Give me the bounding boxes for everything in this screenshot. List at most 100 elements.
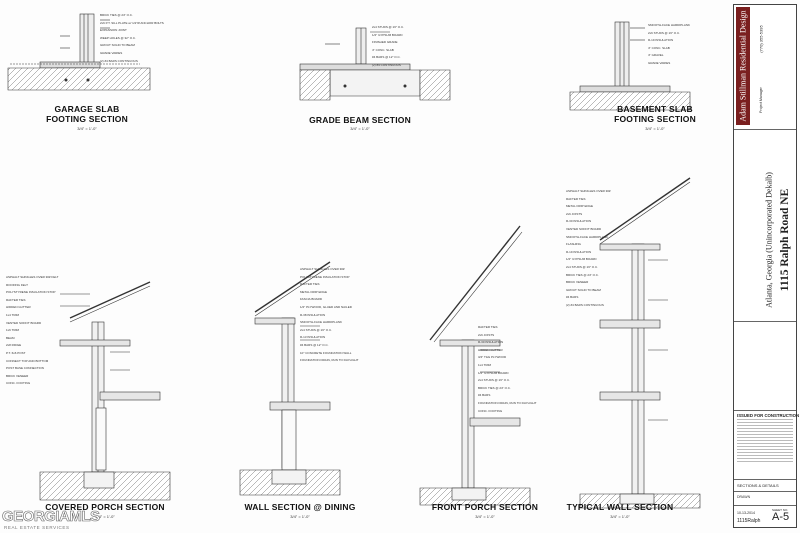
annotation-note: 2x4 STUDS @ 16" O.C. xyxy=(300,327,332,332)
designer-phone: (770) 355-5395 xyxy=(758,25,764,53)
project-location: Atlanta, Georgia (Unincorporated Dekalb) xyxy=(764,172,774,308)
annotation-note: GROUT SOLID TO BEAM xyxy=(566,287,601,292)
annotation-note: BRICK TIES @ 24" O.C. xyxy=(100,13,133,17)
annotation-note: GRADE VARIES xyxy=(100,50,123,55)
annotation-note: 4" GRAVEL xyxy=(648,53,664,58)
annotation-note: FOUNDATION DRAIN, RUN TO DAYLIGHT xyxy=(478,400,537,405)
section-scale-front-porch: 3/4" = 1'-0" xyxy=(475,514,495,519)
watermark-main-text: GEORGIAMLS xyxy=(2,508,101,526)
sheet-number: A-5 xyxy=(772,511,790,523)
covered-porch-drawing xyxy=(39,281,171,501)
annotation-note: R-30 INSULATION xyxy=(478,340,504,345)
annotation-note: HIDDEN GUTTER xyxy=(478,347,503,352)
section-scale-basement: 3/4" = 1'-0" xyxy=(645,126,665,131)
annotation-note: #4 BARS @ 12" O.C. xyxy=(300,342,329,347)
annotation-note: (2) #4 BARS CONTINUOUS xyxy=(566,302,604,307)
annotation-note: 10" CONCRETE FOUNDATION WALL xyxy=(300,350,352,355)
annotation-note: R-38 INSULATION xyxy=(300,312,326,317)
sheet-date: 10-13-2014 xyxy=(737,511,755,515)
annotation-note: R-19 INSULATION xyxy=(648,38,674,43)
annotation-note: 2x4 STUDS @ 16" O.C. xyxy=(478,378,510,383)
annotation-note: BRICK TIES @ 24" O.C. xyxy=(478,385,511,390)
title-block-divider xyxy=(734,479,796,480)
annotation-note: EXPANSION JOINT xyxy=(100,28,127,33)
annotation-note: #4 BARS xyxy=(566,295,579,300)
annotation-note: 1/2" GYPSUM BOARD xyxy=(566,257,597,262)
annotation-note: GRADE VARIES xyxy=(648,60,671,65)
annotation-note: POLYSTYRENE INSULATION STOP xyxy=(6,290,56,295)
annotation-note: HIDDEN GUTTER xyxy=(6,305,31,310)
annotation-note: RAFTER TIES xyxy=(478,325,498,329)
section-scale-grade-beam: 3/4" = 1'-0" xyxy=(350,126,370,131)
annotation-note: CONC. FOOTING xyxy=(478,408,503,413)
notes-front-porch: RAFTER TIES 2x6 JOISTS R-30 INSULATION HIDD… xyxy=(478,325,537,417)
annotation-note: 2x6 STUDS @ 16" O.C. xyxy=(648,30,680,35)
title-block: Adam Stillman Residential Design (770) 3… xyxy=(733,4,799,528)
annotation-note: 1x4 TRIM xyxy=(6,312,19,317)
annotation-note: FINISHED GRADE xyxy=(372,40,398,45)
annotation-note: 2x6 JOISTS xyxy=(566,211,583,216)
section-title-typical-wall: TYPICAL WALL SECTION xyxy=(566,502,674,512)
annotation-note: #4 BARS @ 12" O.C. xyxy=(372,55,401,60)
annotation-note: 1x4 TRIM xyxy=(478,362,491,367)
annotation-note: ASPHALT SHINGLES OVER 30# FELT xyxy=(6,275,59,279)
annotation-note: ASPHALT SHINGLES OVER 30# xyxy=(300,267,345,271)
watermark-sub-text: REAL ESTATE SERVICES xyxy=(4,525,70,530)
annotation-note: 2x6 JOISTS xyxy=(478,332,495,337)
plan-name: 1115Ralph xyxy=(737,518,761,524)
title-block-divider xyxy=(734,410,796,411)
annotation-note: VENTED SOFFIT BOARD xyxy=(6,320,42,325)
mls-watermark: GEORGIAMLS REAL ESTATE SERVICES xyxy=(2,508,101,532)
section-scale-typical-wall: 3/4" = 1'-0" xyxy=(610,514,630,519)
annotation-note: 1/2" GYPSUM BOARD xyxy=(372,32,403,37)
annotation-note: SMOOTH-FACE HARDIPLANK xyxy=(566,234,609,239)
annotation-note: #4 BARS xyxy=(478,393,491,398)
section-drawings xyxy=(7,13,701,509)
annotation-note: R-30 INSULATION xyxy=(566,219,592,224)
annotation-note: FLASHING xyxy=(566,242,582,247)
section-title-grade-beam: GRADE BEAM SECTION xyxy=(309,115,411,125)
annotation-note: GROUT SOLID TO BEAM xyxy=(100,43,135,48)
annotation-note: CONC. FOOTING xyxy=(6,381,31,386)
annotation-note: 3/4" T&G PLYWOOD xyxy=(478,355,507,360)
drawn-label: DRAWN xyxy=(737,495,751,499)
annotation-note: RAFTER TIES xyxy=(6,297,26,302)
annotation-note: 1/2" GYPSUM BOARD xyxy=(478,370,509,375)
title-block-divider xyxy=(734,505,796,506)
annotation-note: METAL DRIP EDGE xyxy=(300,289,327,294)
annotation-note: POLYSTYRENE INSULATION STOP xyxy=(300,274,350,279)
annotation-note: 4" CONC. SLAB xyxy=(372,47,394,52)
section-scale-covered-porch: 3/4" = 1'-0" xyxy=(95,514,115,519)
sheet-number-label: SHEET NO. xyxy=(772,508,789,512)
annotation-note: 1/2" PLYWOOD, GLUED AND NAILED xyxy=(300,304,352,309)
wall-section-drawing xyxy=(239,261,341,496)
annotation-note: 2x6 P.T. SILL PLATE w/ 1/2"Ø ANCHOR BOLT… xyxy=(100,20,164,25)
designer-logo: Adam Stillman Residential Design xyxy=(736,7,750,125)
annotation-note: 4" CONC. SLAB xyxy=(648,45,670,50)
sheet-title: SECTIONS & DETAILS xyxy=(737,483,779,488)
section-title-wall-dining: WALL SECTION @ DINING xyxy=(244,502,356,512)
annotation-note: CONNECT TOP AND BOTTOM xyxy=(6,358,49,363)
annotation-note: WEEP HOLES @ 32" O.C. xyxy=(100,35,136,40)
typical-wall-drawing xyxy=(579,177,701,509)
notes-garage: BRICK TIES @ 24" O.C. 2x6 P.T. SILL PLATE… xyxy=(100,13,164,67)
annotation-note: RAFTER TIES xyxy=(566,196,586,201)
annotation-note: BEAM xyxy=(6,335,15,340)
general-notes-lines xyxy=(737,419,793,464)
annotation-note: BRICK VENEER xyxy=(566,280,589,285)
annotation-note: SMOOTH-FACE HARDIPLANK xyxy=(648,23,691,27)
annotation-note: P.T. 6x6 POST xyxy=(6,350,26,355)
annotation-note: R-19 INSULATION xyxy=(566,249,592,254)
title-block-divider xyxy=(734,321,796,322)
notes-wall-dining: ASPHALT SHINGLES OVER 30# POLYSTYRENE INS… xyxy=(300,267,359,367)
notes-basement: SMOOTH-FACE HARDIPLANK 2x6 STUDS @ 16" O.… xyxy=(648,23,691,70)
annotation-note: FOUNDATION DRAIN, RUN TO DAYLIGHT xyxy=(300,358,359,363)
annotation-note: R-13 INSULATION xyxy=(300,335,326,340)
annotation-note: FASCIA BOARD xyxy=(300,297,323,302)
front-porch-drawing xyxy=(419,225,531,506)
